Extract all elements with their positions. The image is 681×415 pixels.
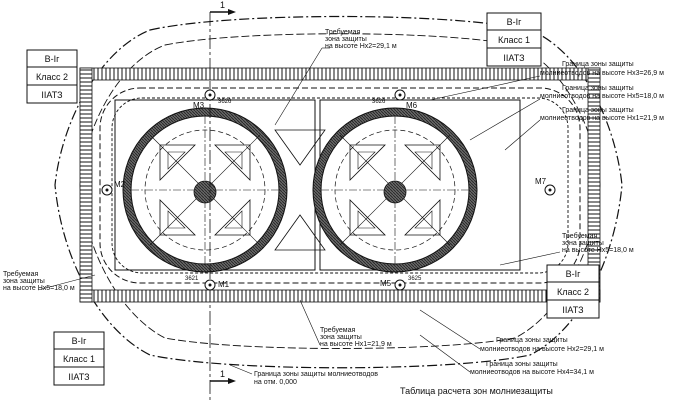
mast-m1: M1 [204, 279, 230, 291]
center-triangle-top [274, 129, 326, 166]
svg-text:молниеотводов на высоте Hx4=34: молниеотводов на высоте Hx4=34,1 м [470, 369, 594, 376]
svg-text:на высоте Hx2=29,1 м: на высоте Hx2=29,1 м [325, 43, 397, 50]
mast-m5: M5 [380, 279, 406, 291]
svg-text:на высоте Hx1=21,9 м: на высоте Hx1=21,9 м [320, 341, 392, 348]
annotation-bound-h2: Граница зоны защиты молниеотводов на выс… [480, 337, 604, 353]
zone-h5-inner [99, 87, 581, 284]
svg-text:на высоте Hx5=18,0 м: на высоте Hx5=18,0 м [562, 247, 634, 254]
svg-text:зона защиты: зона защиты [320, 334, 362, 341]
svg-text:Граница зоны защиты: Граница зоны защиты [496, 337, 568, 344]
section-mark-top: 1 [220, 0, 225, 10]
mast-m5-label: M5 [380, 279, 392, 288]
svg-text:Требуемая: Требуемая [3, 270, 38, 278]
svg-text:молниеотводов на высоте Hx3=26: молниеотводов на высоте Hx3=26,9 м [540, 70, 664, 77]
svg-text:IIАТЗ: IIАТЗ [562, 305, 583, 315]
svg-text:Граница зоны защиты: Граница зоны защиты [562, 107, 634, 114]
mast-m7: M7 [535, 177, 556, 196]
mast-m3-label: M3 [193, 101, 205, 110]
svg-text:Требуемая: Требуемая [320, 326, 355, 334]
mast-m1-label: M1 [218, 280, 230, 289]
svg-text:Граница зоны защиты молниеотво: Граница зоны защиты молниеотводов [254, 371, 378, 378]
zone-h1-inner [111, 97, 569, 274]
class-box-right-bottom: B-Iг Класс 2 IIАТЗ [546, 264, 600, 319]
svg-text:B-Iг: B-Iг [72, 336, 88, 346]
dim-top-left: 3626 [218, 99, 232, 105]
mast-m3: M3 [193, 89, 216, 110]
svg-text:B-Iг: B-Iг [45, 54, 61, 64]
mast-m7-label: M7 [535, 177, 547, 186]
annotation-bound-h4: Граница зоны защиты молниеотводов на выс… [470, 361, 594, 376]
svg-text:Граница зоны защиты: Граница зоны защиты [562, 61, 634, 68]
svg-text:Требуемая: Требуемая [562, 232, 597, 240]
annotation-bound-h1: Граница зоны защиты молниеотводов на выс… [540, 107, 664, 122]
svg-text:IIАТЗ: IIАТЗ [503, 53, 524, 63]
annotation-ground: Граница зоны защиты молниеотводов на отм… [254, 371, 378, 386]
dim-bottom-right: 3625 [408, 276, 422, 282]
svg-text:Граница зоны защиты: Граница зоны защиты [562, 85, 634, 92]
center-triangle-bottom [274, 214, 326, 251]
annotation-req-center: Требуемая зона защиты на высоте Hx1=21,9… [320, 326, 392, 348]
svg-text:молниеотводов на высоте Hx5=18: молниеотводов на высоте Hx5=18,0 м [540, 93, 664, 100]
wall-bottom [79, 289, 601, 303]
mast-m6: M6 [394, 89, 418, 110]
svg-text:Класс 1: Класс 1 [498, 35, 530, 45]
class-box-left-top: B-Iг Класс 2 IIАТЗ [26, 49, 78, 104]
leader-lines [37, 47, 561, 375]
svg-text:IIАТЗ: IIАТЗ [41, 90, 62, 100]
svg-text:B-Iг: B-Iг [507, 17, 523, 27]
svg-text:молниеотводов на высоте Hx1=21: молниеотводов на высоте Hx1=21,9 м [540, 115, 664, 122]
wall-top [79, 67, 601, 81]
tank-right [312, 107, 478, 273]
svg-text:Класс 2: Класс 2 [36, 72, 68, 82]
annotation-bound-h3: Граница зоны защиты молниеотводов на выс… [540, 61, 664, 77]
svg-text:Класс 1: Класс 1 [63, 354, 95, 364]
svg-text:Требуемая: Требуемая [325, 28, 360, 36]
dim-bottom-left: 3621 [185, 276, 199, 282]
svg-text:зона защиты: зона защиты [562, 240, 604, 247]
class-box-left-bottom: B-Iг Класс 1 IIАТЗ [53, 331, 105, 386]
tank-left [122, 107, 288, 273]
section-mark-bottom: 1 [220, 369, 225, 379]
svg-text:Класс 2: Класс 2 [557, 287, 589, 297]
svg-text:B-Iг: B-Iг [566, 269, 582, 279]
svg-text:молниеотводов на высоте Hx2=29: молниеотводов на высоте Hx2=29,1 м [480, 346, 604, 353]
svg-text:на высоте Hx5=18,0 м: на высоте Hx5=18,0 м [3, 285, 75, 292]
dim-top-right: 3626 [372, 99, 386, 105]
svg-text:IIАТЗ: IIАТЗ [68, 372, 89, 382]
mast-m2: M2 [101, 180, 126, 196]
class-box-top-right: B-Iг Класс 1 IIАТЗ [486, 12, 542, 67]
mast-m6-label: M6 [406, 101, 418, 110]
wall-left [79, 67, 93, 303]
svg-text:Граница зоны защиты: Граница зоны защиты [486, 361, 558, 368]
annotation-req-top: Требуемая зона защиты на высоте Hx2=29,1… [325, 28, 397, 50]
annotation-bound-h5: Граница зоны защиты молниеотводов на выс… [540, 85, 664, 100]
drawing-caption: Таблица расчета зон молниезащиты [400, 386, 553, 396]
svg-text:зона защиты: зона защиты [3, 278, 45, 285]
svg-text:на отм. 0,000: на отм. 0,000 [254, 379, 297, 386]
svg-text:зона защиты: зона защиты [325, 36, 367, 43]
annotation-req-right: Требуемая зона защиты на высоте Hx5=18,0… [562, 232, 634, 254]
mast-m2-label: M2 [114, 180, 126, 189]
annotation-req-left: Требуемая зона защиты на высоте Hx5=18,0… [3, 270, 75, 292]
